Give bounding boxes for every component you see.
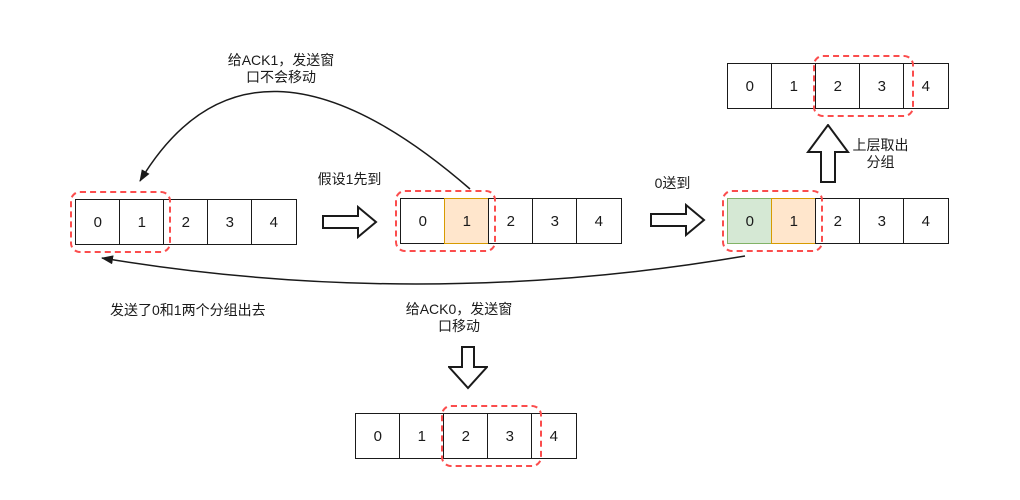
sequence-cell: 1 xyxy=(119,199,165,245)
sequence-cell: 2 xyxy=(815,63,861,109)
sent-packets-curved-arrow xyxy=(101,255,746,285)
sequence-cell: 2 xyxy=(163,199,209,245)
sequence-cell: 3 xyxy=(532,198,578,244)
sequence-cell: 2 xyxy=(443,413,489,459)
block-arrow-down-icon xyxy=(448,346,488,390)
sequence-cell: 4 xyxy=(903,63,949,109)
ack1-no-move-label: 给ACK1，发送窗 口不会移动 xyxy=(227,52,335,85)
block-arrow-right-icon xyxy=(650,203,706,237)
block-arrow-right-icon xyxy=(322,205,378,239)
sequence-cell: 1 xyxy=(399,413,445,459)
sequence-cell: 3 xyxy=(207,199,253,245)
sequence-cell: 2 xyxy=(815,198,861,244)
sequence-cell: 4 xyxy=(531,413,577,459)
block-arrow-up-icon xyxy=(806,124,850,183)
sequence-cell: 0 xyxy=(355,413,401,459)
sent-packets-label: 发送了0和1两个分组出去 xyxy=(110,302,266,318)
assume-1-first-label: 假设1先到 xyxy=(317,171,382,187)
zero-arrives-label: 0送到 xyxy=(654,175,691,191)
sequence-cell: 1 xyxy=(771,198,817,244)
sequence-cell: 0 xyxy=(400,198,446,244)
sequence-cell: 3 xyxy=(859,63,905,109)
sequence-cell: 4 xyxy=(576,198,622,244)
sequence-cell: 1 xyxy=(771,63,817,109)
sequence-cell: 4 xyxy=(903,198,949,244)
sequence-cell: 3 xyxy=(487,413,533,459)
ack0-move-label: 给ACK0，发送窗 口移动 xyxy=(405,301,513,334)
sequence-cell: 0 xyxy=(727,63,773,109)
upper-layer-fetch-label: 上层取出 分组 xyxy=(852,137,909,170)
sequence-cell: 0 xyxy=(75,199,121,245)
sequence-cell: 2 xyxy=(488,198,534,244)
sequence-cell: 4 xyxy=(251,199,297,245)
sequence-cell: 3 xyxy=(859,198,905,244)
sequence-cell: 0 xyxy=(727,198,773,244)
sequence-cell: 1 xyxy=(444,198,490,244)
